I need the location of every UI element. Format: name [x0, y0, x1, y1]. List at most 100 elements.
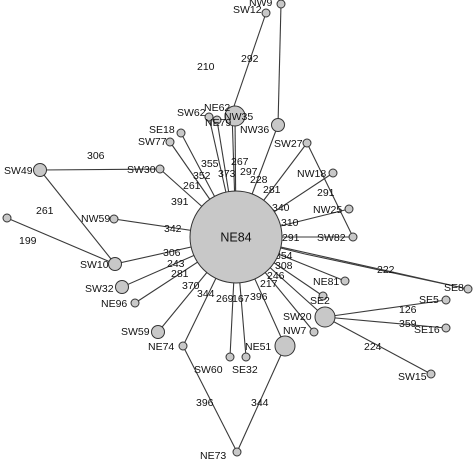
hub-node[interactable]	[189, 190, 283, 284]
node-sw10[interactable]	[108, 257, 122, 271]
node-sw32[interactable]	[115, 280, 129, 294]
edge-label: 306	[87, 150, 105, 162]
edge-label: 310	[281, 217, 299, 229]
node-sw77[interactable]	[165, 137, 175, 147]
edge-label: 297	[240, 166, 258, 178]
edge-label: 281	[263, 184, 281, 196]
node-label-se2: SE2	[310, 295, 330, 307]
edge-label: 246	[267, 270, 285, 282]
edge-label: 396	[250, 291, 268, 303]
edge-ne74-ne73	[182, 345, 238, 453]
edge-label: 224	[364, 341, 382, 353]
edge-label: 359	[399, 318, 417, 330]
edge-label: 291	[317, 187, 335, 199]
node-label-se16: SE16	[414, 324, 440, 336]
edge-sw49-sw10	[39, 169, 116, 265]
edge-sw10-left	[6, 217, 116, 265]
edge-label: 269	[216, 293, 234, 305]
edge-label: 292	[241, 53, 259, 65]
node-label-sw10: SW10	[80, 259, 109, 271]
node-label-sw59: SW59	[121, 326, 150, 338]
node-ne96[interactable]	[130, 298, 140, 308]
edge-label: 199	[19, 235, 37, 247]
node-se16[interactable]	[441, 323, 451, 333]
node-label-ne73: NE73	[200, 450, 226, 460]
hub-label: NE84	[220, 231, 251, 245]
node-nw25[interactable]	[344, 204, 354, 214]
edge-nw36-nw9	[277, 3, 282, 126]
node-label-sw49: SW49	[4, 165, 33, 177]
edge-label: 210	[197, 61, 215, 73]
node-ne81[interactable]	[340, 276, 350, 286]
node-label-nw25: NW25	[313, 204, 342, 216]
edge-label: 352	[193, 170, 211, 182]
node-nw36[interactable]	[271, 118, 285, 132]
node-sw20[interactable]	[314, 306, 336, 328]
node-sw12[interactable]	[261, 8, 271, 18]
node-sw30[interactable]	[155, 164, 165, 174]
node-label-sw60: SW60	[194, 364, 223, 376]
node-label-ne51: NE51	[245, 341, 271, 353]
node-sw82[interactable]	[348, 232, 358, 242]
edge-label: 167	[232, 293, 250, 305]
node-label-sw77: SW77	[138, 136, 167, 148]
node-se32[interactable]	[241, 352, 251, 362]
node-ne74[interactable]	[178, 341, 188, 351]
edge-ne62-sw12	[231, 12, 267, 113]
edge-label: 355	[201, 158, 219, 170]
edge-label: 344	[197, 288, 215, 300]
node-label-nw9: NW9	[249, 0, 272, 9]
node-ne79[interactable]	[212, 115, 222, 125]
node-nw18[interactable]	[328, 168, 338, 178]
edge-label: 267	[231, 156, 249, 168]
node-label-sw32: SW32	[85, 283, 114, 295]
node-sw59[interactable]	[151, 325, 165, 339]
node-label-nw35: NW35	[224, 111, 253, 123]
edge-sw20-se5	[324, 299, 447, 318]
edge-label: 261	[36, 205, 54, 217]
node-sw49[interactable]	[33, 163, 47, 177]
node-label-se32: SE32	[232, 364, 258, 376]
node-label-se18: SE18	[149, 124, 175, 136]
node-se8[interactable]	[463, 284, 473, 294]
node-ne51[interactable]	[274, 335, 296, 357]
edge-label: 308	[275, 260, 293, 272]
node-label-sw27: SW27	[274, 138, 303, 150]
edge-label: 391	[171, 196, 189, 208]
node-nw59[interactable]	[109, 214, 119, 224]
node-ne73[interactable]	[232, 447, 242, 457]
node-sw15[interactable]	[426, 369, 436, 379]
edge-label: 281	[171, 268, 189, 280]
node-label-sw30: SW30	[127, 164, 156, 176]
edge-label: 222	[377, 264, 395, 276]
node-se18[interactable]	[176, 128, 186, 138]
edge-sw20-sw15	[324, 316, 432, 375]
node-label-se5: SE5	[419, 294, 439, 306]
node-left[interactable]	[2, 213, 12, 223]
node-label-nw18: NW18	[297, 168, 326, 180]
node-label-ne96: NE96	[101, 298, 127, 310]
node-nw7[interactable]	[309, 327, 319, 337]
node-label-nw36: NW36	[240, 124, 269, 136]
node-sw60[interactable]	[225, 352, 235, 362]
edge-label: 344	[251, 397, 269, 409]
node-label-nw59: NW59	[81, 213, 110, 225]
edge-label: 340	[272, 202, 290, 214]
edge-label: 217	[260, 278, 278, 290]
edge-se8-se8	[304, 253, 469, 290]
node-nw35[interactable]	[224, 105, 246, 127]
node-se5[interactable]	[441, 295, 451, 305]
node-sw27[interactable]	[302, 138, 312, 148]
edge-label: 370	[182, 280, 200, 292]
edge-sw20-se16	[324, 316, 447, 329]
node-label-ne62: NE62	[204, 102, 230, 114]
edge-label: 261	[183, 180, 201, 192]
node-sw62[interactable]	[204, 112, 214, 122]
node-label-sw20: SW20	[283, 311, 312, 323]
node-nw9[interactable]	[276, 0, 286, 9]
edge-label: 228	[250, 174, 268, 186]
node-se2[interactable]	[318, 291, 328, 301]
